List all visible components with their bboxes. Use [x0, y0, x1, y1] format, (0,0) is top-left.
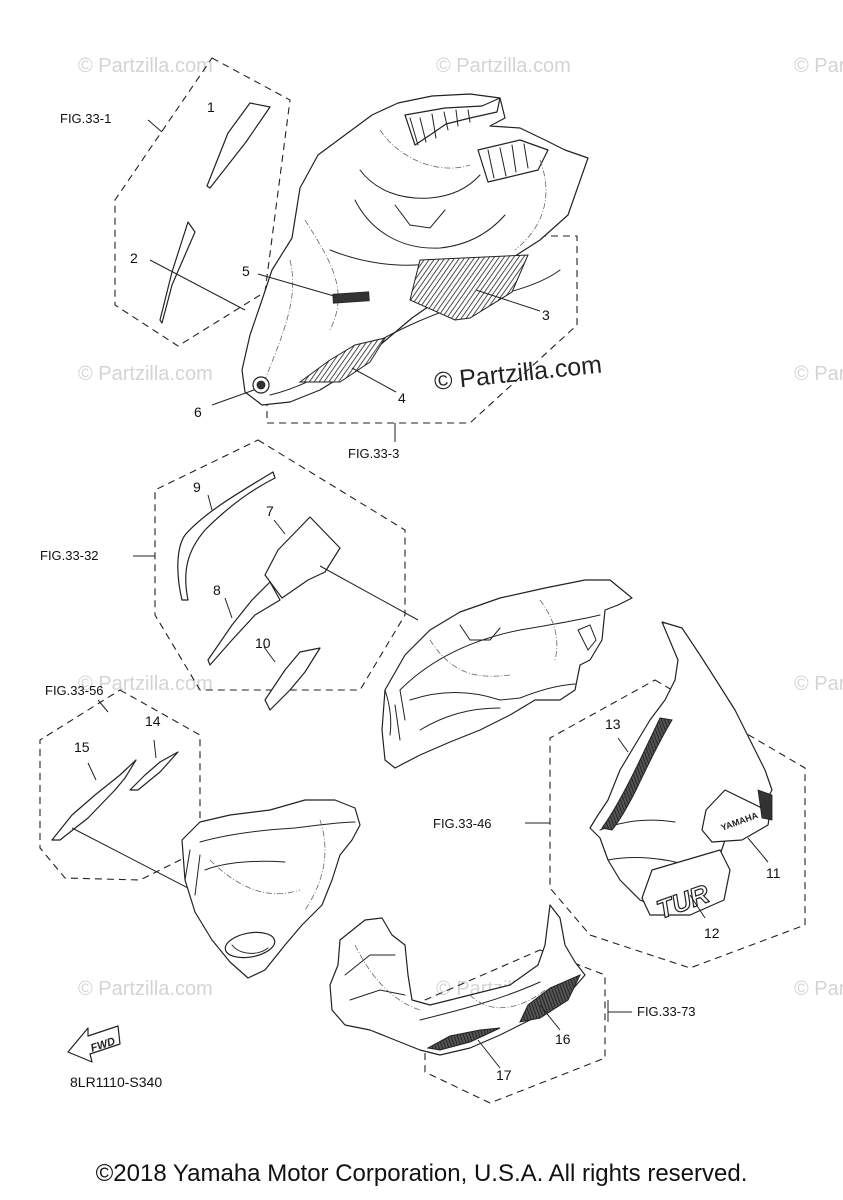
middle-panel-group — [381, 579, 633, 769]
fig-33-46-boundary — [549, 679, 806, 969]
fig-33-73-group: FIG.33-73 — [329, 904, 696, 1104]
callout-12: 12 — [704, 925, 720, 941]
fig-33-1-group: FIG.33-1 — [60, 57, 291, 347]
fig-33-3-label: FIG.33-3 — [348, 446, 399, 461]
watermark-main: © Partzilla.com — [433, 351, 603, 396]
callout-5: 5 — [242, 263, 250, 279]
lower-front-panel-part — [329, 904, 586, 1056]
watermark: © Partzilla.com — [794, 363, 843, 385]
decal-8[interactable] — [207, 581, 281, 666]
fig-33-3-boundary — [266, 235, 578, 424]
decal-14[interactable] — [129, 751, 179, 791]
callout-8: 8 — [213, 582, 221, 598]
callout-15: 15 — [74, 739, 90, 755]
diagram-code: 8LR1110-S340 — [70, 1074, 162, 1090]
callout-16: 16 — [555, 1031, 571, 1047]
watermark: © Partzilla.com — [78, 363, 213, 385]
lower-left-panel-part — [181, 799, 361, 979]
fig-33-32-label: FIG.33-32 — [40, 548, 99, 563]
fwd-arrow: FWD — [67, 1025, 121, 1063]
decal-17[interactable] — [426, 1027, 501, 1051]
cowl-vent-part — [404, 97, 501, 146]
watermark: © Partzilla.com — [794, 55, 843, 77]
decal-2[interactable] — [159, 221, 196, 324]
decal-15[interactable] — [51, 759, 137, 841]
decal-9[interactable] — [177, 471, 276, 601]
middle-panel-part — [381, 579, 633, 769]
watermark: © Partzilla.com — [436, 55, 571, 77]
fig-33-56-label: FIG.33-56 — [45, 683, 104, 698]
callout-13: 13 — [605, 716, 621, 732]
fig-33-1-boundary — [114, 57, 291, 347]
callout-3: 3 — [542, 307, 550, 323]
lower-left-panel-group — [181, 799, 361, 979]
decal-13[interactable] — [601, 717, 673, 831]
fig-33-32-group: FIG.33-32 — [40, 439, 419, 711]
fig-33-56-boundary — [39, 689, 201, 881]
decal-16[interactable] — [519, 974, 582, 1023]
decal-10[interactable] — [264, 647, 321, 711]
callout-1: 1 — [207, 99, 215, 115]
callout-9: 9 — [193, 479, 201, 495]
fig-33-46-group: FIG.33-46 YAMAHA TUR — [433, 621, 806, 969]
callout-14: 14 — [145, 713, 161, 729]
callout-7: 7 — [266, 503, 274, 519]
copyright-notice: ©2018 Yamaha Motor Corporation, U.S.A. A… — [95, 1160, 748, 1187]
callout-10: 10 — [255, 635, 271, 651]
callout-11: 11 — [766, 865, 781, 881]
fwd-arrow-icon — [67, 1025, 121, 1063]
fig-33-1-label: FIG.33-1 — [60, 111, 111, 126]
watermark: © Partzilla.com — [78, 55, 213, 77]
callout-2: 2 — [130, 250, 138, 266]
callout-layer: 1 2 3 4 5 6 7 8 9 10 11 12 13 14 15 16 1… — [74, 99, 781, 1083]
fig-33-73-boundary — [424, 949, 606, 1104]
decal-7[interactable] — [264, 516, 341, 599]
fig-33-56-group: FIG.33-56 — [39, 683, 216, 903]
decal-3[interactable] — [409, 254, 529, 321]
watermark: © Partzilla.com — [794, 978, 843, 1000]
fig-33-73-label: FIG.33-73 — [637, 1004, 696, 1019]
decal-1[interactable] — [206, 102, 271, 189]
decal-12[interactable] — [641, 849, 731, 916]
watermark: © Partzilla.com — [794, 673, 843, 695]
upper-cowl-group: FIG.33-3 — [149, 93, 589, 461]
callout-4: 4 — [398, 390, 406, 406]
decal-4[interactable] — [298, 337, 387, 383]
cowl-vent-part — [477, 139, 549, 183]
callout-6: 6 — [194, 404, 202, 420]
watermark: © Partzilla.com — [78, 673, 213, 695]
decal-5[interactable] — [332, 291, 370, 304]
fig-33-46-label: FIG.33-46 — [433, 816, 492, 831]
callout-17: 17 — [496, 1067, 512, 1083]
watermark: © Partzilla.com — [78, 978, 213, 1000]
